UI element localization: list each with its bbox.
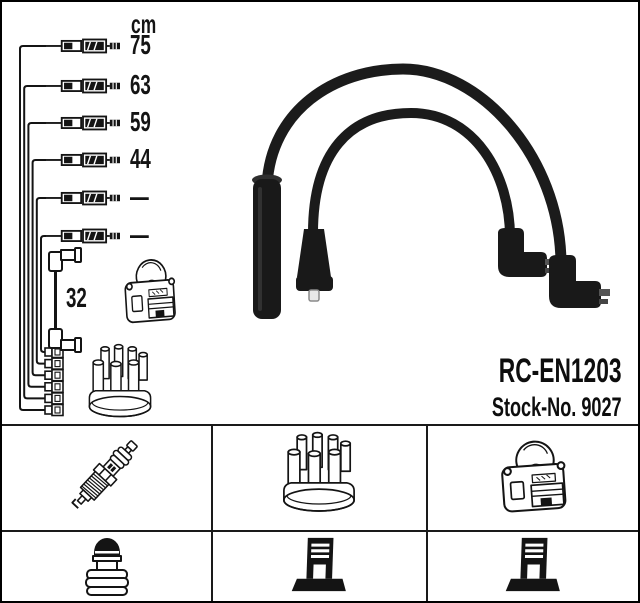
- cable-set-schematic: [19, 38, 177, 418]
- cable-length-4: 44: [130, 143, 151, 174]
- cable-length-3: 59: [130, 106, 151, 137]
- coil-lead: [48, 247, 82, 353]
- cable-row-icon: [45, 78, 121, 94]
- straight-boot: [252, 174, 282, 319]
- legend-cell-spark-plug: [2, 426, 213, 532]
- legend-table: [2, 424, 638, 601]
- stock-number: Stock-No. 9027: [492, 392, 622, 422]
- cable-row-icon: [45, 152, 121, 168]
- plug-terminal-nut-icon: [85, 537, 129, 596]
- cable-row-icon: [45, 190, 121, 206]
- ignition-coil-icon: [500, 440, 567, 513]
- elbow-connector: [549, 255, 610, 308]
- elbow-connector: [498, 228, 556, 277]
- cable-row-icon: [45, 38, 121, 54]
- cable-length-6: —: [130, 219, 149, 250]
- cable-length-5: —: [130, 181, 149, 212]
- legend-cell-ignition-coil: [428, 426, 638, 532]
- legend-cell-terminal-nut: [2, 532, 213, 601]
- legend-cell-stud-terminal: [213, 532, 428, 601]
- product-codes: RC-EN1203 Stock-No. 9027: [492, 354, 622, 421]
- harness-lines: [19, 45, 46, 411]
- stud-terminal-icon: [505, 537, 562, 591]
- distributor-cap-sketch: [88, 343, 152, 418]
- legend-cell-distributor-cap: [213, 426, 428, 532]
- tapered-boot: [296, 229, 333, 302]
- ignition-coil-sketch: [123, 259, 177, 324]
- connector-stack: [44, 345, 64, 417]
- cable-row-icon: [45, 115, 121, 131]
- spark-plug-icon: [66, 434, 144, 515]
- cable-length-2: 63: [130, 69, 151, 100]
- product-code: RC-EN1203: [499, 352, 622, 390]
- stud-terminal-icon: [291, 537, 348, 591]
- cable-row-icon: [45, 228, 121, 244]
- legend-cell-stud-terminal: [428, 532, 638, 601]
- unit-label: cm: [131, 9, 157, 39]
- distributor-cap-icon: [283, 431, 355, 512]
- ignition-cables-photo: [252, 63, 610, 319]
- coil-lead-length: 32: [66, 282, 87, 313]
- cable-length-1: 75: [130, 29, 151, 60]
